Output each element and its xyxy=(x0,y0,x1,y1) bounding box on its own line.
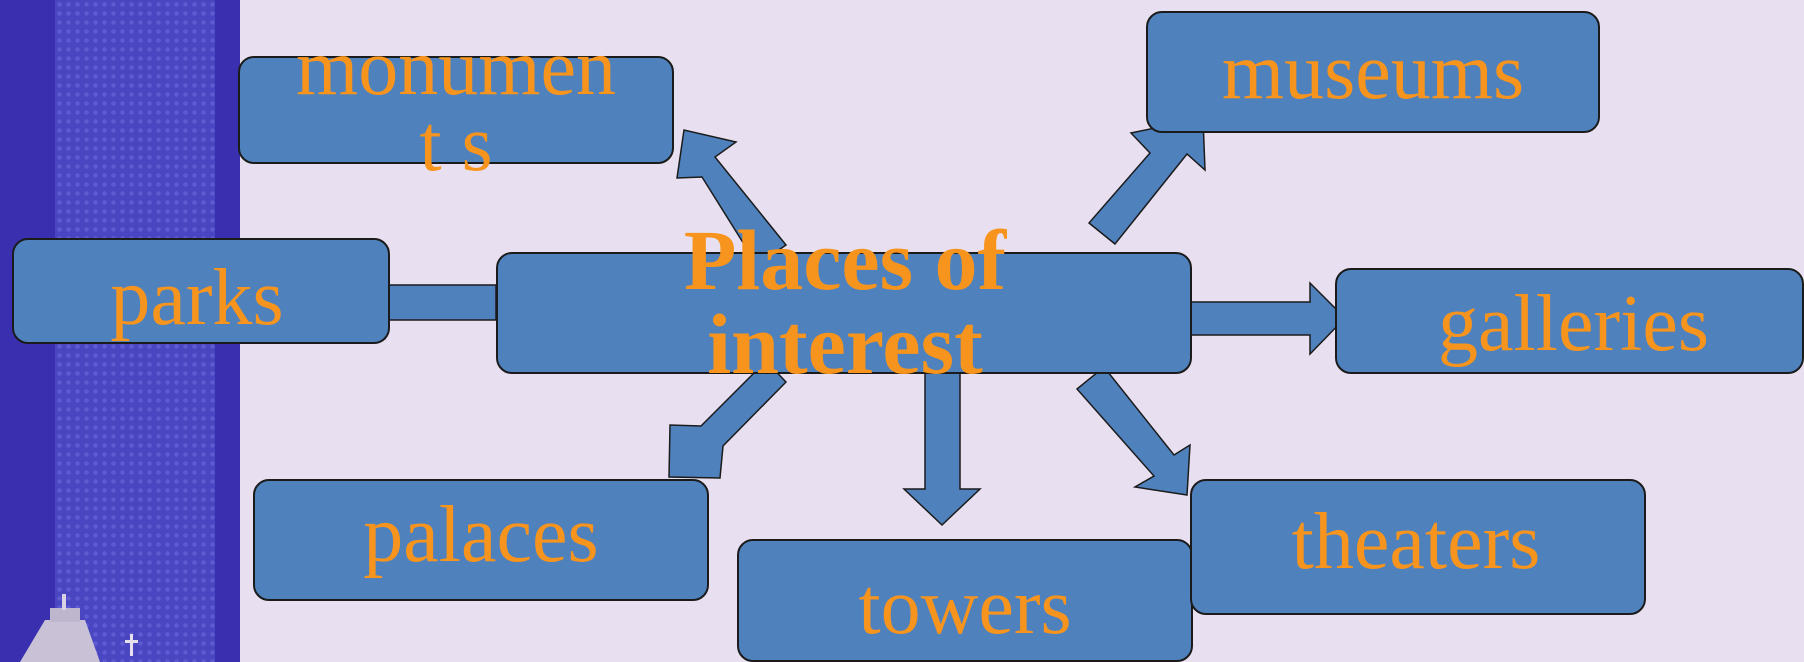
arrow-to-theaters xyxy=(1075,365,1191,496)
node-theaters-label: theaters xyxy=(1291,498,1541,586)
node-towers: towers xyxy=(737,539,1193,662)
node-museums: museums xyxy=(1146,11,1600,133)
arrow-to-palaces xyxy=(668,359,788,479)
arrow-to-monuments xyxy=(676,129,788,267)
center-title: Places of interest xyxy=(683,212,1007,393)
center-box xyxy=(496,252,1192,374)
node-monuments: monument s xyxy=(238,28,674,184)
arrow-to-galleries xyxy=(1189,281,1347,356)
node-palaces-label: palaces xyxy=(363,491,599,579)
node-parks-label: parks xyxy=(110,254,284,342)
node-monuments-label: monument s xyxy=(296,24,616,188)
arrow-to-museums xyxy=(1087,117,1206,246)
node-galleries: galleries xyxy=(1335,268,1804,374)
node-museums-label: museums xyxy=(1221,28,1525,116)
arrow-to-towers xyxy=(902,372,982,527)
node-galleries-label: galleries xyxy=(1438,280,1709,368)
building-icon xyxy=(20,594,138,662)
node-palaces: palaces xyxy=(253,479,709,601)
node-parks: parks xyxy=(12,238,390,344)
node-towers-label: towers xyxy=(858,562,1072,651)
node-theaters: theaters xyxy=(1190,479,1646,615)
